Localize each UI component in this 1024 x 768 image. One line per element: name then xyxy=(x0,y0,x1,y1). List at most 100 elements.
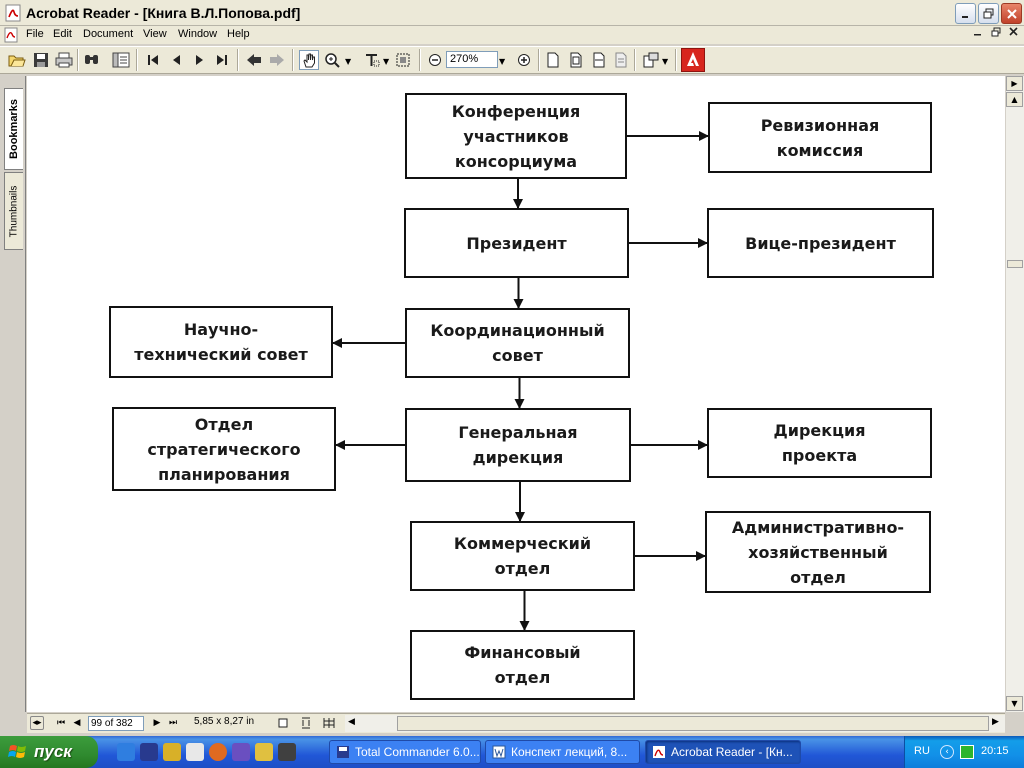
zoom-dropdown-arrow[interactable]: ▼ xyxy=(499,57,506,66)
first-page-button[interactable] xyxy=(143,50,163,70)
doc-restore-button[interactable] xyxy=(988,27,1004,42)
scroll-up-button[interactable]: ▶ xyxy=(1006,76,1023,91)
nav-pane-toggle-button[interactable]: ◂▸ xyxy=(30,716,44,730)
task-total-commander[interactable]: Total Commander 6.0... xyxy=(329,740,481,764)
document-view[interactable]: Конференция участников консорциума Ревиз… xyxy=(27,76,1005,712)
org-box-conference: Конференция участников консорциума xyxy=(405,93,627,179)
menu-edit[interactable]: Edit xyxy=(53,28,72,40)
zoom-in-tool-icon xyxy=(325,53,340,68)
org-box-label: Координационный совет xyxy=(430,321,605,365)
language-indicator[interactable]: RU xyxy=(914,745,930,757)
menu-view[interactable]: View xyxy=(143,28,167,40)
zoom-in-icon xyxy=(518,54,530,66)
tool-icon[interactable] xyxy=(163,743,181,761)
search-icon xyxy=(85,55,98,64)
org-chart-connectors xyxy=(332,131,709,631)
status-previous-page-button[interactable]: ◀ xyxy=(73,718,81,728)
tray-expand-icon[interactable]: ‹ xyxy=(940,745,954,759)
org-box-audit-commission: Ревизионная комиссия xyxy=(708,102,932,173)
reflow-button[interactable] xyxy=(611,50,631,70)
start-button[interactable]: пуск xyxy=(0,736,98,768)
page-size-label: 5,85 x 8,27 in xyxy=(194,716,255,727)
facing-view-button[interactable] xyxy=(322,716,336,730)
horizontal-scroll-thumb[interactable] xyxy=(397,716,989,731)
text-select-button[interactable] xyxy=(362,50,382,70)
graphics-select-icon xyxy=(396,53,410,67)
actual-size-button[interactable] xyxy=(543,50,563,70)
next-page-button[interactable] xyxy=(189,50,209,70)
fit-width-button[interactable] xyxy=(589,50,609,70)
menu-file[interactable]: File xyxy=(26,28,44,40)
horizontal-scrollbar[interactable]: ◀ ▶ xyxy=(345,715,1005,732)
go-forward-button[interactable] xyxy=(267,50,287,70)
open-button[interactable] xyxy=(7,50,27,70)
page-number-input[interactable]: 99 of 382 xyxy=(88,716,144,731)
save-button[interactable] xyxy=(31,50,51,70)
zoom-out-button[interactable] xyxy=(425,50,445,70)
status-next-page-button[interactable]: ▶ xyxy=(153,718,161,728)
scroll-right-button[interactable]: ▶ xyxy=(992,717,999,727)
org-box-label: Научно- технический совет xyxy=(134,320,308,364)
tab-bookmarks[interactable]: Bookmarks xyxy=(4,88,23,170)
scroll-left-button[interactable]: ◀ xyxy=(348,717,355,727)
hand-tool-button[interactable] xyxy=(299,50,319,70)
show-navigation-button[interactable] xyxy=(111,50,131,70)
task-acrobat-reader[interactable]: Acrobat Reader - [Кн... xyxy=(645,740,801,764)
zoom-tool-dropdown-arrow[interactable]: ▼ xyxy=(345,57,352,66)
restore-button[interactable] xyxy=(978,3,999,24)
org-box-label: Коммерческий отдел xyxy=(453,534,592,578)
last-page-button[interactable] xyxy=(212,50,232,70)
status-last-page-button[interactable]: ⏭ xyxy=(168,718,178,728)
winamp-icon[interactable] xyxy=(255,743,273,761)
photo-icon[interactable] xyxy=(232,743,250,761)
single-page-view-button[interactable] xyxy=(276,716,290,730)
previous-page-button[interactable] xyxy=(167,50,187,70)
doc-icon[interactable] xyxy=(186,743,204,761)
doc-close-button[interactable] xyxy=(1006,27,1022,42)
search-button[interactable] xyxy=(82,50,102,70)
go-back-button[interactable] xyxy=(244,50,264,70)
vertical-scrollbar[interactable]: ▶ ▲ ▼ xyxy=(1005,76,1024,712)
title-bar[interactable]: Acrobat Reader - [Книга В.Л.Попова.pdf] xyxy=(0,0,1024,26)
save-icon xyxy=(34,53,48,67)
text-select-dropdown-arrow[interactable]: ▼ xyxy=(383,57,390,66)
adobe-logo-icon xyxy=(687,52,699,66)
doc-minimize-button[interactable] xyxy=(970,27,986,42)
rotate-button[interactable] xyxy=(641,50,661,70)
close-button[interactable] xyxy=(1001,3,1022,24)
continuous-view-button[interactable] xyxy=(299,716,313,730)
org-box-label: Дирекция проекта xyxy=(773,421,866,465)
menu-help[interactable]: Help xyxy=(227,28,250,40)
firefox-icon[interactable] xyxy=(209,743,227,761)
rotate-dropdown-arrow[interactable]: ▼ xyxy=(662,57,669,66)
minimize-button[interactable] xyxy=(955,3,976,24)
org-box-coordination-council: Координационный совет xyxy=(405,308,630,378)
fit-page-button[interactable] xyxy=(566,50,586,70)
ru-dict-icon[interactable] xyxy=(278,743,296,761)
menu-window[interactable]: Window xyxy=(178,28,218,40)
clock: 20:15 xyxy=(981,745,1009,757)
task-word-document[interactable]: Конспект лекций, 8... xyxy=(485,740,640,764)
scroll-thumb[interactable] xyxy=(1007,260,1023,268)
graphics-select-button[interactable] xyxy=(393,50,413,70)
toolbar-separator xyxy=(77,49,79,71)
menu-document[interactable]: Document xyxy=(83,28,134,40)
save-icon[interactable] xyxy=(140,743,158,761)
scroll-down-button[interactable]: ▼ xyxy=(1006,696,1023,711)
status-first-page-button[interactable]: ⏮ xyxy=(56,718,66,728)
ie-icon[interactable] xyxy=(117,743,135,761)
close-icon xyxy=(1009,27,1018,36)
tab-bookmarks-label: Bookmarks xyxy=(8,99,21,159)
tab-thumbnails[interactable]: Thumbnails xyxy=(4,172,23,250)
network-icon[interactable] xyxy=(960,745,974,759)
adobe-logo[interactable] xyxy=(681,48,705,72)
zoom-in-button[interactable] xyxy=(514,50,534,70)
close-icon xyxy=(1006,8,1017,19)
org-box-label: Отдел стратегического планирования xyxy=(147,414,301,484)
zoom-tool-button[interactable] xyxy=(322,50,342,70)
minimize-icon xyxy=(974,34,981,36)
restore-icon xyxy=(991,27,1001,37)
print-button[interactable] xyxy=(54,50,74,70)
zoom-value-input[interactable]: 270% xyxy=(446,51,498,68)
scroll-page-up-button[interactable]: ▲ xyxy=(1006,92,1023,107)
